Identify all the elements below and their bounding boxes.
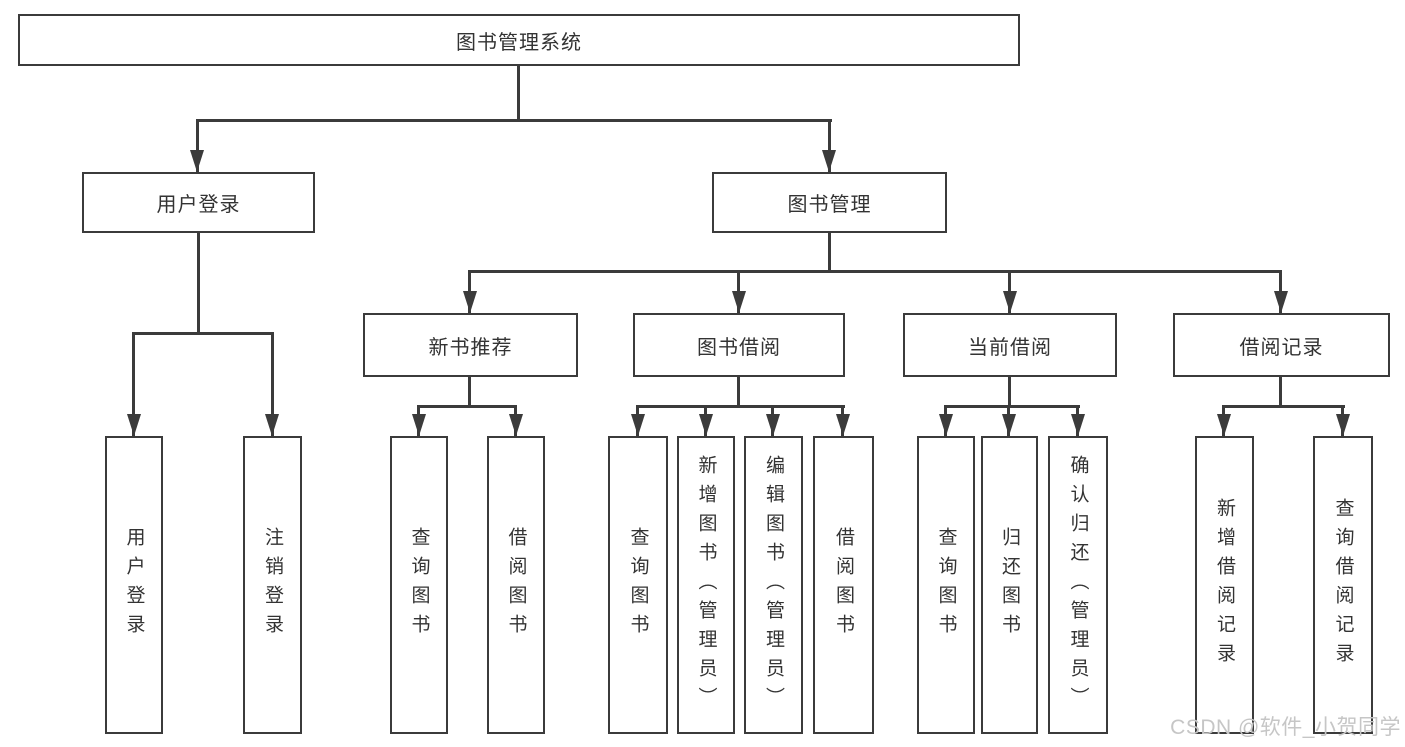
node-leaf-add-books-admin: 新增图书（管理员） xyxy=(677,436,735,734)
node-leaf-add-borrow-record-label: 新增借阅记录 xyxy=(1214,498,1235,672)
node-leaf-current-query-books: 查询图书 xyxy=(917,436,975,734)
node-leaf-confirm-return-admin-label: 确认归还（管理员） xyxy=(1067,454,1089,716)
node-leaf-borrow-books: 借阅图书 xyxy=(813,436,874,734)
node-leaf-add-books-admin-label: 新增图书（管理员） xyxy=(695,454,717,716)
connector-user-login-branch xyxy=(132,332,273,335)
csdn-watermark: CSDN @软件_小贺同学 xyxy=(1170,716,1401,739)
arrow-down-icon xyxy=(190,150,204,172)
node-leaf-rec-query-books-label: 查询图书 xyxy=(408,527,430,643)
node-current-borrow: 当前借阅 xyxy=(903,313,1117,377)
connector-book-borrow-stem xyxy=(737,377,740,408)
arrow-down-icon xyxy=(1274,291,1288,313)
node-borrow-records-label: 借阅记录 xyxy=(1239,336,1324,359)
node-book-borrow: 图书借阅 xyxy=(633,313,845,377)
arrow-down-icon xyxy=(939,414,953,436)
connector-drop-leaf-logout xyxy=(271,332,274,436)
node-book-mgmt-group: 图书管理 xyxy=(712,172,947,233)
arrow-down-icon xyxy=(509,414,523,436)
node-leaf-logout: 注销登录 xyxy=(243,436,302,734)
connector-new-book-rec-branch xyxy=(417,405,517,408)
connector-drop-book-mgmt xyxy=(828,119,831,172)
node-book-mgmt-group-label: 图书管理 xyxy=(787,194,872,216)
connector-current-borrow-stem xyxy=(1008,377,1011,408)
connector-current-borrow-branch xyxy=(944,405,1080,408)
node-leaf-borrow-books-label: 借阅图书 xyxy=(833,527,854,643)
connector-book-mgmt-stem xyxy=(828,233,831,273)
arrow-down-icon xyxy=(1336,414,1350,436)
node-leaf-user-login-label: 用户登录 xyxy=(123,527,145,643)
connector-root-branch xyxy=(196,119,832,122)
node-new-book-rec: 新书推荐 xyxy=(363,313,578,377)
node-leaf-return-books-label: 归还图书 xyxy=(999,527,1020,643)
node-user-login-group-label: 用户登录 xyxy=(156,194,241,216)
node-leaf-edit-books-admin: 编辑图书（管理员） xyxy=(744,436,803,734)
node-leaf-query-borrow-record-label: 查询借阅记录 xyxy=(1332,498,1354,672)
node-leaf-user-login: 用户登录 xyxy=(105,436,163,734)
node-book-borrow-label: 图书借阅 xyxy=(697,336,781,359)
arrow-down-icon xyxy=(732,291,746,313)
arrow-down-icon xyxy=(265,414,279,436)
connector-drop-leaf-user-login xyxy=(132,332,135,436)
node-leaf-query-borrow-record: 查询借阅记录 xyxy=(1313,436,1373,734)
node-root-system: 图书管理系统 xyxy=(18,14,1020,66)
arrow-down-icon xyxy=(1217,414,1231,436)
node-leaf-current-query-books-label: 查询图书 xyxy=(935,527,957,643)
node-root-system-label: 图书管理系统 xyxy=(456,31,582,54)
arrow-down-icon xyxy=(766,414,780,436)
node-leaf-add-borrow-record: 新增借阅记录 xyxy=(1195,436,1254,734)
node-leaf-borrow-query-books-label: 查询图书 xyxy=(627,527,649,643)
node-user-login-group: 用户登录 xyxy=(82,172,315,233)
node-leaf-logout-label: 注销登录 xyxy=(262,527,283,643)
arrow-down-icon xyxy=(699,414,713,436)
node-leaf-edit-books-admin-label: 编辑图书（管理员） xyxy=(763,454,784,716)
arrow-down-icon xyxy=(1002,414,1016,436)
node-leaf-rec-borrow-books: 借阅图书 xyxy=(487,436,545,734)
arrow-down-icon xyxy=(463,291,477,313)
node-borrow-records: 借阅记录 xyxy=(1173,313,1390,377)
arrow-down-icon xyxy=(412,414,426,436)
connector-book-borrow-branch xyxy=(636,405,845,408)
connector-borrow-records-branch xyxy=(1222,405,1345,408)
connector-new-book-rec-stem xyxy=(468,377,471,408)
arrow-down-icon xyxy=(631,414,645,436)
node-new-book-rec-label: 新书推荐 xyxy=(428,336,513,359)
arrow-down-icon xyxy=(127,414,141,436)
node-leaf-rec-borrow-books-label: 借阅图书 xyxy=(505,527,527,643)
node-leaf-borrow-query-books: 查询图书 xyxy=(608,436,668,734)
arrow-down-icon xyxy=(836,414,850,436)
connector-book-mgmt-branch xyxy=(468,270,1282,273)
node-leaf-confirm-return-admin: 确认归还（管理员） xyxy=(1048,436,1108,734)
connector-borrow-records-stem xyxy=(1279,377,1282,408)
arrow-down-icon xyxy=(822,150,836,172)
arrow-down-icon xyxy=(1071,414,1085,436)
connector-drop-user-login xyxy=(196,119,199,172)
connector-root-stem xyxy=(517,66,520,122)
arrow-down-icon xyxy=(1003,291,1017,313)
connector-user-login-stem xyxy=(197,233,200,335)
node-current-borrow-label: 当前借阅 xyxy=(968,336,1052,359)
node-leaf-return-books: 归还图书 xyxy=(981,436,1038,734)
node-leaf-rec-query-books: 查询图书 xyxy=(390,436,448,734)
